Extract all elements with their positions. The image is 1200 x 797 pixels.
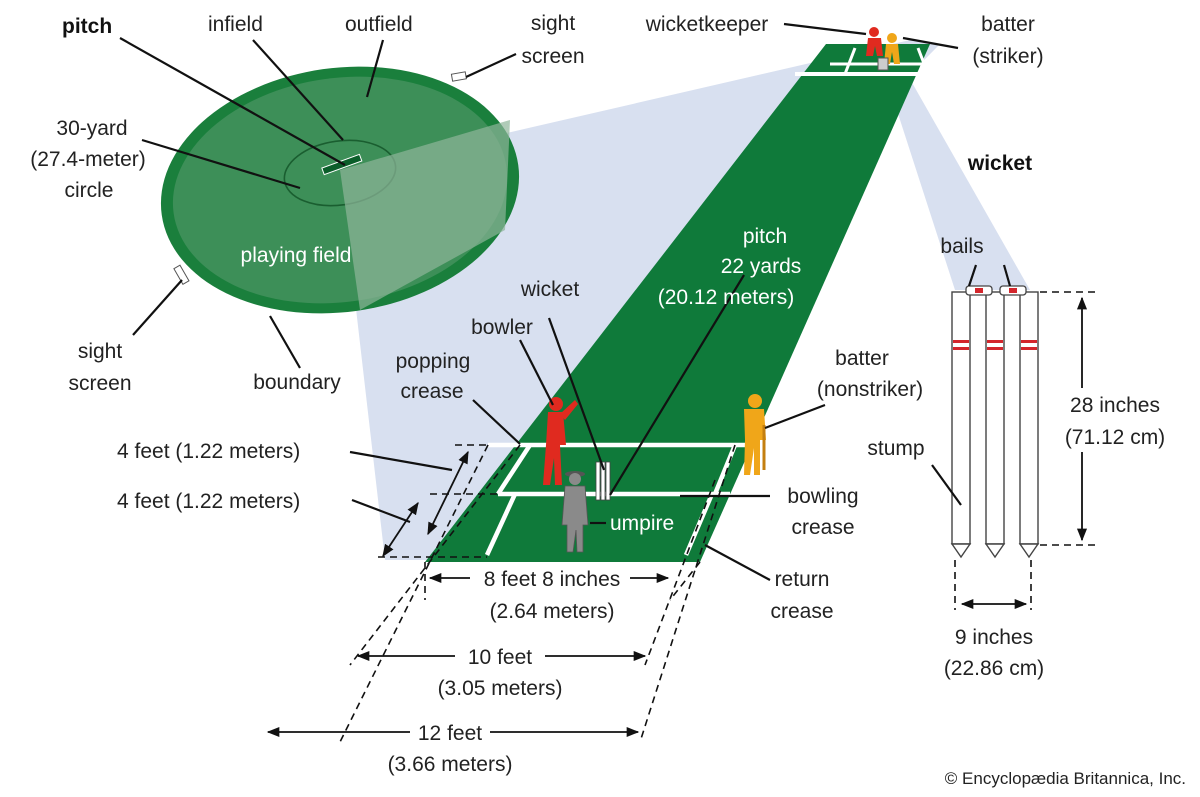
label-sight-screen-top-1: sight: [531, 12, 576, 35]
stump-2: [985, 291, 1005, 545]
label-width-12-1: 12 feet: [418, 722, 482, 745]
wicketkeeper-figure: [866, 27, 883, 56]
label-wicket-detail: wicket: [967, 152, 1032, 175]
near-end-creases: [484, 442, 780, 556]
label-infield: infield: [208, 13, 263, 36]
label-bails: bails: [940, 235, 983, 258]
label-pitch-length-1: pitch: [743, 225, 787, 248]
label-four-feet-2: 4 feet (1.22 meters): [117, 490, 300, 513]
label-wicketkeeper: wicketkeeper: [645, 13, 769, 36]
label-return-crease-2: crease: [770, 600, 833, 623]
nonstriker-figure: [744, 394, 766, 475]
projection-wedge: [340, 120, 510, 310]
label-popping-crease-2: crease: [400, 380, 463, 403]
label-outfield: outfield: [345, 13, 413, 36]
label-width-12-2: (3.66 meters): [388, 753, 513, 776]
sight-screen-bottom: [173, 264, 190, 285]
label-boundary: boundary: [253, 371, 341, 394]
stumps-detail: [950, 285, 1040, 559]
label-circle-2: (27.4-meter): [30, 148, 146, 171]
label-bowler: bowler: [471, 316, 533, 339]
label-width-10-1: 10 feet: [468, 646, 532, 669]
label-width-8-1: 8 feet 8 inches: [484, 568, 621, 591]
stump-3: [1019, 291, 1039, 545]
label-batter-nonstriker-2: (nonstriker): [817, 378, 923, 401]
label-width-8-2: (2.64 meters): [490, 600, 615, 623]
label-stump-height-2: (71.12 cm): [1065, 426, 1165, 449]
near-wicket: [595, 461, 611, 501]
stump-1: [951, 291, 971, 545]
label-umpire: umpire: [610, 512, 674, 535]
label-bowling-crease-2: crease: [791, 516, 854, 539]
wicket-projection-shade: [880, 58, 1030, 290]
label-batter-nonstriker-1: batter: [835, 347, 889, 370]
copyright-notice: © Encyclopædia Britannica, Inc.: [945, 769, 1186, 788]
far-wicket: [877, 57, 889, 71]
label-popping-crease-1: popping: [396, 350, 471, 373]
label-sight-screen-top-2: screen: [521, 45, 584, 68]
label-four-feet-1: 4 feet (1.22 meters): [117, 440, 300, 463]
label-stump-height-1: 28 inches: [1070, 394, 1160, 417]
label-circle-3: circle: [64, 179, 113, 202]
label-pitch-length-3: (20.12 meters): [658, 286, 795, 309]
field-pitch: [321, 153, 363, 176]
label-stump: stump: [867, 437, 924, 460]
label-return-crease-1: return: [775, 568, 830, 591]
label-circle-1: 30-yard: [56, 117, 127, 140]
dimension-arrows: [266, 296, 1088, 738]
label-sight-screen-bottom-1: sight: [78, 340, 123, 363]
bowler-figure: [543, 397, 578, 485]
label-wicket-width-1: 9 inches: [955, 626, 1033, 649]
label-playing-field: playing field: [241, 244, 352, 267]
label-pitch-length-2: 22 yards: [721, 255, 802, 278]
label-pitch: pitch: [62, 15, 112, 38]
label-batter-striker-2: (striker): [972, 45, 1043, 68]
playing-field-oval: [160, 66, 520, 314]
sight-screen-top: [450, 71, 467, 82]
umpire-figure: [561, 471, 589, 553]
label-bowling-crease-1: bowling: [787, 485, 858, 508]
label-wicket: wicket: [520, 278, 580, 301]
leader-lines: [119, 22, 1012, 581]
label-wicket-width-2: (22.86 cm): [944, 657, 1044, 680]
label-batter-striker-1: batter: [981, 13, 1035, 36]
label-width-10-2: (3.05 meters): [438, 677, 563, 700]
label-sight-screen-bottom-2: screen: [68, 372, 131, 395]
